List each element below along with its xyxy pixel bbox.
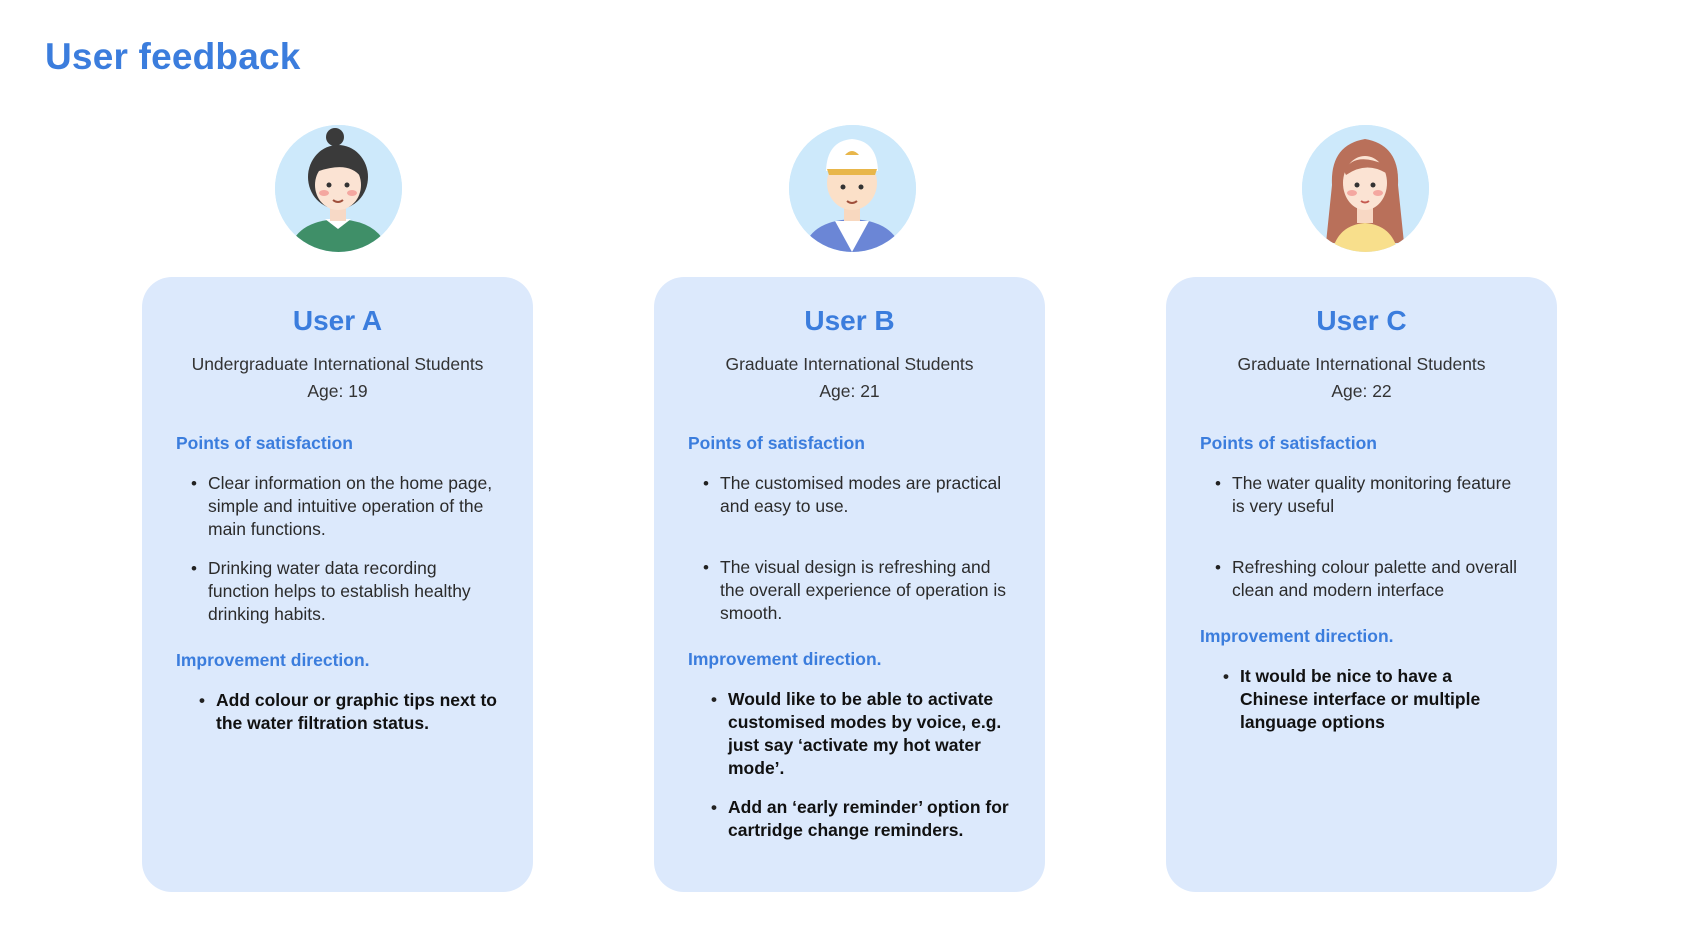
satisfaction-heading: Points of satisfaction — [176, 433, 353, 453]
list-item: Would like to be able to activate custom… — [711, 688, 1011, 780]
improvement-list: Add colour or graphic tips next to the w… — [176, 689, 499, 735]
list-item: The customised modes are practical and e… — [703, 472, 1011, 518]
improvement-heading: Improvement direction. — [1200, 626, 1394, 646]
list-item: Refreshing colour palette and overall cl… — [1215, 556, 1523, 602]
user-group: Undergraduate International Students — [191, 354, 484, 374]
satisfaction-heading: Points of satisfaction — [1200, 433, 1377, 453]
user-card-c: User C Graduate International Students A… — [1166, 277, 1557, 892]
user-age: Age: 22 — [1331, 381, 1392, 401]
list-item: It would be nice to have a Chinese inter… — [1223, 665, 1523, 734]
user-age: Age: 21 — [819, 381, 880, 401]
improvement-heading: Improvement direction. — [176, 650, 370, 670]
improvement-list: Would like to be able to activate custom… — [688, 688, 1011, 842]
user-card-a: User A Undergraduate International Stude… — [142, 277, 533, 892]
user-group: Graduate International Students — [1237, 354, 1486, 374]
list-item: The water quality monitoring feature is … — [1215, 472, 1523, 518]
list-item: Add colour or graphic tips next to the w… — [199, 689, 499, 735]
improvement-list: It would be nice to have a Chinese inter… — [1200, 665, 1523, 734]
user-name: User C — [1316, 305, 1407, 336]
user-age: Age: 19 — [307, 381, 368, 401]
user-name: User B — [804, 305, 895, 336]
satisfaction-heading: Points of satisfaction — [688, 433, 865, 453]
satisfaction-list: Clear information on the home page, simp… — [176, 472, 499, 626]
page-title: User feedback — [45, 36, 301, 77]
improvement-heading: Improvement direction. — [688, 649, 882, 669]
list-item: Clear information on the home page, simp… — [191, 472, 499, 541]
list-item: Add an ‘early reminder’ option for cartr… — [711, 796, 1011, 842]
satisfaction-list: The water quality monitoring feature is … — [1200, 472, 1523, 602]
user-group: Graduate International Students — [725, 354, 974, 374]
avatar-user-b — [789, 125, 916, 252]
avatar-user-c — [1302, 125, 1429, 252]
list-item: Drinking water data recording function h… — [191, 557, 499, 626]
user-card-b: User B Graduate International Students A… — [654, 277, 1045, 892]
user-name: User A — [292, 305, 383, 336]
satisfaction-list: The customised modes are practical and e… — [688, 472, 1011, 625]
list-item: The visual design is refreshing and the … — [703, 556, 1011, 625]
avatar-user-a — [275, 125, 402, 252]
